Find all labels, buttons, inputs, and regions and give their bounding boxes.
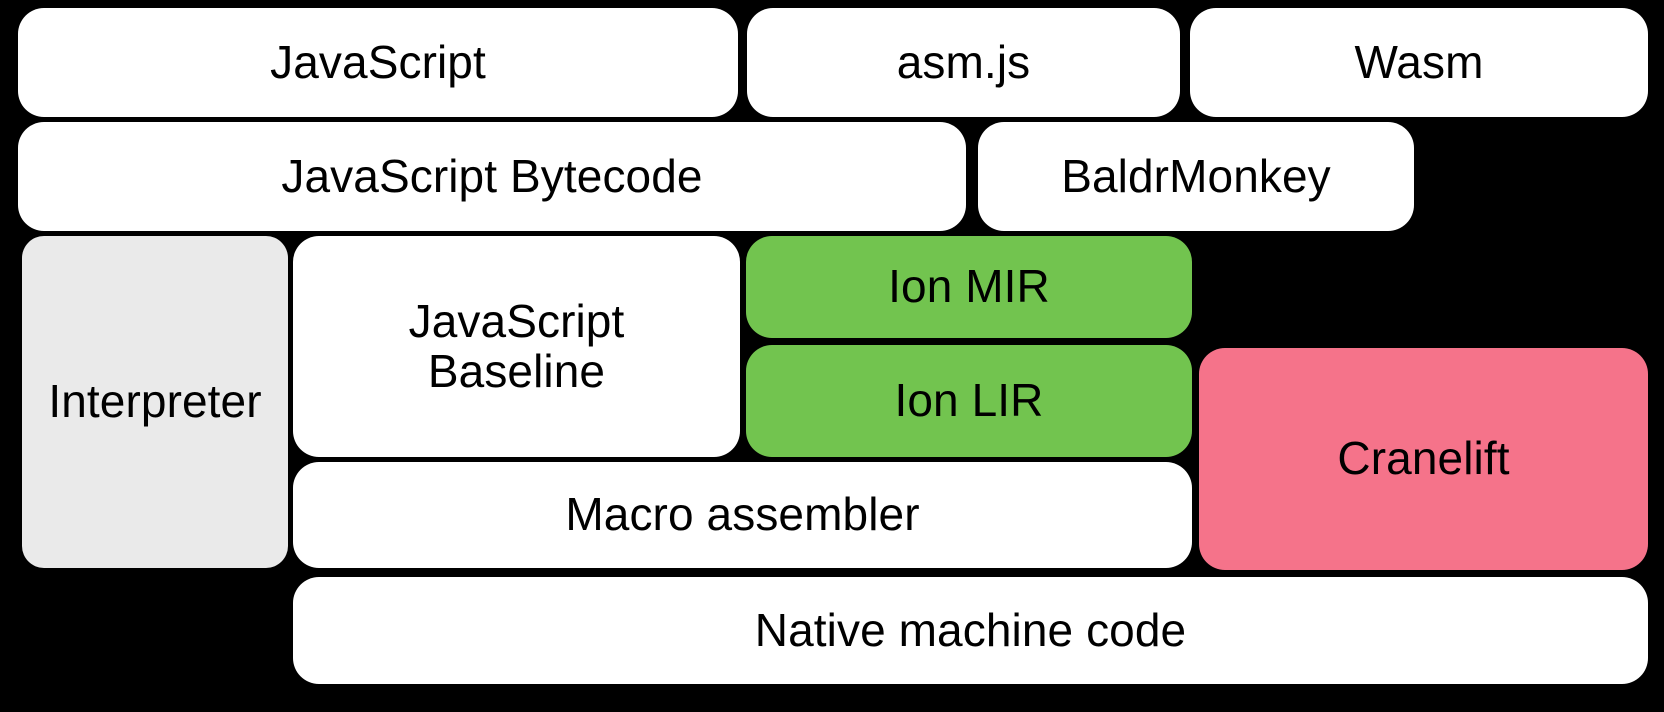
node-interpreter-label: Interpreter — [48, 375, 262, 428]
node-ion-lir-label: Ion LIR — [894, 374, 1044, 427]
node-ion-lir[interactable]: Ion LIR — [746, 345, 1192, 457]
node-ion-mir-label: Ion MIR — [888, 260, 1050, 313]
node-native-machine-code-label: Native machine code — [754, 603, 1187, 656]
node-macro-assembler[interactable]: Macro assembler — [293, 462, 1192, 568]
node-javascript-baseline-label: JavaScript Baseline — [408, 294, 625, 397]
node-baldrmonkey[interactable]: BaldrMonkey — [978, 122, 1414, 231]
node-native-machine-code[interactable]: Native machine code — [293, 577, 1648, 684]
node-javascript-bytecode[interactable]: JavaScript Bytecode — [18, 122, 966, 231]
node-ion-mir[interactable]: Ion MIR — [746, 236, 1192, 338]
node-wasm-label: Wasm — [1354, 35, 1484, 88]
node-javascript-label: JavaScript — [270, 35, 486, 88]
node-javascript[interactable]: JavaScript — [18, 8, 738, 117]
node-wasm[interactable]: Wasm — [1190, 8, 1648, 117]
node-javascript-bytecode-label: JavaScript Bytecode — [281, 149, 703, 202]
node-javascript-baseline[interactable]: JavaScript Baseline — [293, 236, 740, 457]
node-cranelift-label: Cranelift — [1337, 432, 1510, 485]
node-asm-js-label: asm.js — [896, 35, 1031, 88]
node-macro-assembler-label: Macro assembler — [565, 488, 920, 541]
node-baldrmonkey-label: BaldrMonkey — [1061, 149, 1331, 202]
node-interpreter[interactable]: Interpreter — [22, 236, 288, 568]
node-asm-js[interactable]: asm.js — [747, 8, 1180, 117]
node-cranelift[interactable]: Cranelift — [1199, 348, 1648, 570]
